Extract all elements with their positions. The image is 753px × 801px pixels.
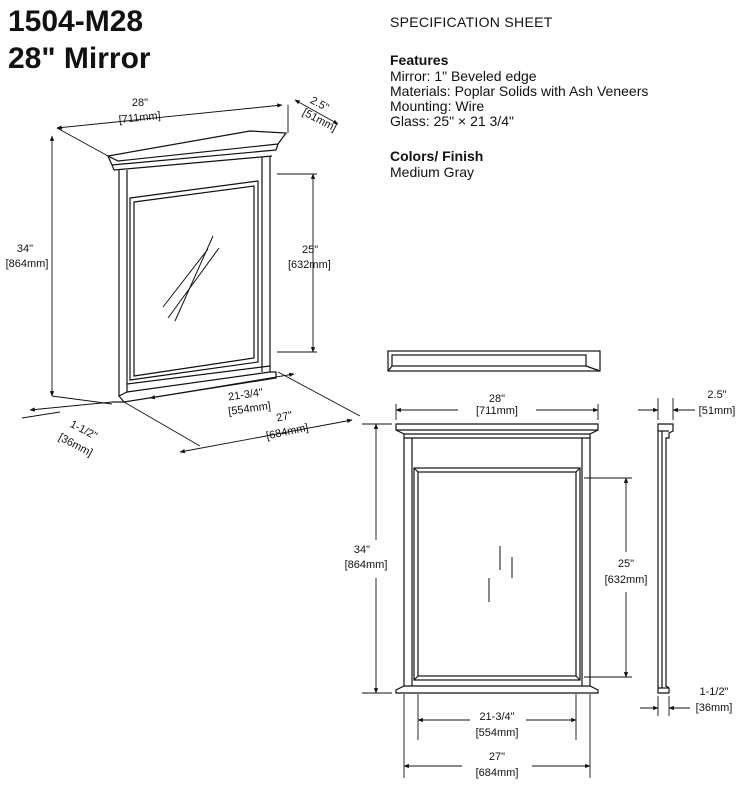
front-height-mm: [864mm] <box>345 559 388 571</box>
front-width-mm: [711mm] <box>476 405 518 417</box>
side-base-depth-in: 1-1/2" <box>700 686 729 698</box>
iso-dimension-lines <box>21 99 361 454</box>
iso-glass-width-mm: [554mm] <box>228 400 272 418</box>
features-heading: Features <box>390 52 449 68</box>
iso-base-width-mm: [684mm] <box>265 422 309 443</box>
iso-width-in: 28" <box>132 97 148 109</box>
front-glass-width-in: 21-3/4" <box>479 711 514 723</box>
iso-width-mm: [711mm] <box>118 110 161 126</box>
iso-glass-height-in: 25" <box>302 244 318 256</box>
front-height-in: 34" <box>354 544 370 556</box>
iso-base-width-in: 27" <box>275 409 293 424</box>
feature-materials: Materials: Poplar Solids with Ash Veneer… <box>390 83 649 99</box>
side-depth-in: 2.5" <box>707 389 726 401</box>
front-glass-height-in: 25" <box>618 558 634 570</box>
feature-mounting: Mounting: Wire <box>390 98 485 114</box>
iso-glass-height-mm: [632mm] <box>288 259 331 271</box>
front-glass-height-mm: [632mm] <box>605 574 648 586</box>
colors-heading: Colors/ Finish <box>390 148 484 164</box>
side-depth-mm: [51mm] <box>699 405 736 417</box>
front-glass-width-mm: [554mm] <box>476 727 519 739</box>
front-base-width-mm: [684mm] <box>476 767 519 779</box>
iso-height-in: 34" <box>17 243 33 255</box>
top-view-drawing <box>387 350 601 372</box>
front-width-in: 28" <box>489 393 505 405</box>
product-name: 28" Mirror <box>8 42 151 75</box>
iso-height-mm: [864mm] <box>6 258 49 270</box>
side-base-depth-mm: [36mm] <box>696 702 733 714</box>
feature-mirror: Mirror: 1" Beveled edge <box>390 68 537 84</box>
front-dimension-labels: 28" [711mm] 34" [864mm] 25" [632mm] 21-3… <box>345 389 736 779</box>
front-base-width-in: 27" <box>489 751 505 763</box>
isometric-mirror-drawing <box>106 130 288 403</box>
iso-glass-width-in: 21-3/4" <box>227 387 264 404</box>
side-view-drawing <box>657 423 674 694</box>
front-view-drawing <box>395 423 599 694</box>
front-dimension-lines <box>362 398 695 778</box>
sheet-label: SPECIFICATION SHEET <box>390 14 553 30</box>
color-medium-gray: Medium Gray <box>390 164 475 180</box>
model-number: 1504-M28 <box>8 5 144 38</box>
feature-glass: Glass: 25" × 21 3/4" <box>390 113 514 129</box>
